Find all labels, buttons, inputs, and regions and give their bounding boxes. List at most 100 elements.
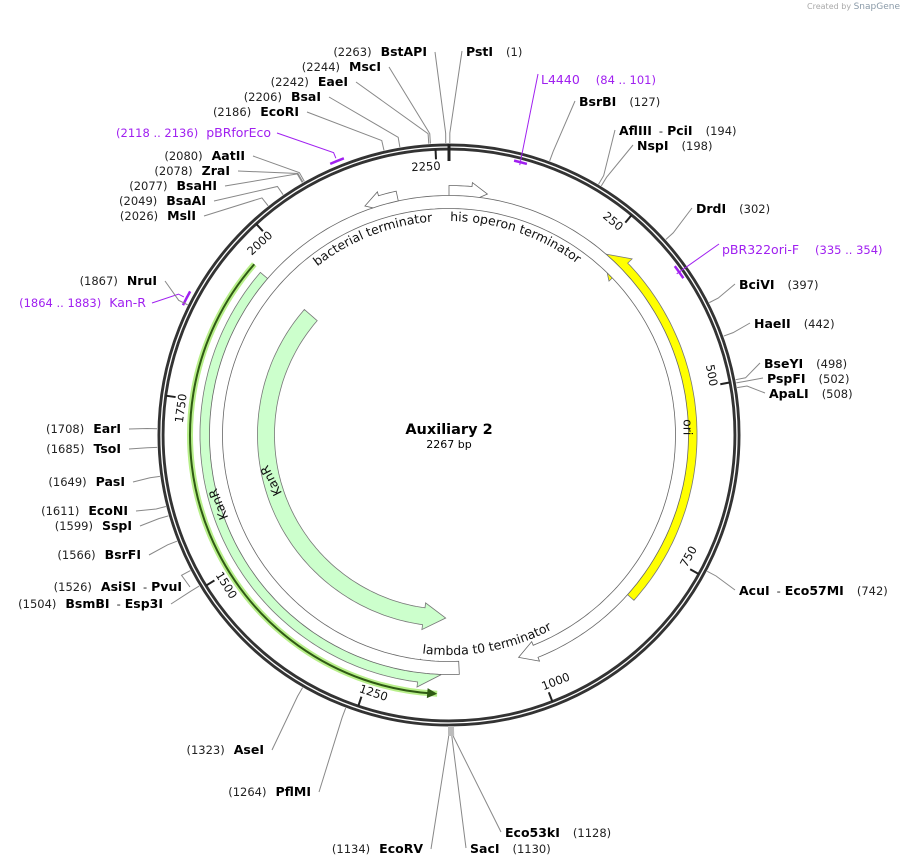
plasmid-name: Auxiliary 2 [405, 422, 492, 438]
tick-mark [205, 579, 215, 587]
enzyme-name: BsrBI [579, 94, 616, 109]
enzyme-label-asisi[interactable]: (1526)AsiSI-PvuI [54, 579, 182, 594]
cut-position: (2077) [129, 179, 167, 193]
enzyme-label-bsahi[interactable]: (2077)BsaHI [129, 178, 217, 193]
cut-position: (2078) [154, 164, 192, 178]
primer-name: L4440 [541, 72, 580, 87]
primer-kan-r-mark[interactable] [181, 290, 192, 306]
enzyme-label-asei[interactable]: (1323)AseI [187, 742, 265, 757]
primer-label-l4440[interactable]: L4440(84 .. 101) [541, 72, 656, 87]
enzyme-label-msci[interactable]: (2244)MscI [302, 59, 381, 74]
kanr-orf-line[interactable] [189, 263, 433, 695]
cut-position: (1264) [228, 785, 266, 799]
enzyme-label-zrai[interactable]: (2078) ZraI [154, 163, 230, 178]
primer-label-pbr322ori-f[interactable]: pBR322ori-F(335 .. 354) [722, 242, 883, 257]
enzyme-label-nspi[interactable]: NspI(198) [637, 138, 712, 153]
enzyme-label-drdi[interactable]: DrdI(302) [696, 201, 770, 216]
primer-pbrforeco-mark[interactable] [329, 157, 345, 166]
tick-label: 250 [600, 209, 626, 234]
primer-label-pbrforeco[interactable]: (2118 .. 2136)pBRforEco [116, 125, 271, 140]
primer-leader-line [151, 293, 185, 304]
enzyme-label-bseyi[interactable]: BseYI (498) [764, 356, 847, 371]
cut-site-leader-line [706, 570, 736, 591]
enzyme-label-bsaai[interactable]: (2049)BsaAI [119, 193, 206, 208]
enzyme-label-eari[interactable]: (1708)EarI [46, 421, 121, 436]
tick-mark [547, 691, 554, 703]
enzyme-label-psti[interactable]: PstI (1) [466, 44, 522, 59]
enzyme-name: EaeI [318, 74, 348, 89]
enzyme-name: TsoI [93, 441, 121, 456]
enzyme-label-bstapi[interactable]: (2263)BstAPI [333, 44, 427, 59]
tick-mark [357, 696, 363, 707]
enzyme-label-sspi[interactable]: (1599)SspI [55, 518, 132, 533]
ori-label: ori [680, 419, 695, 435]
enzyme-label-aatii[interactable]: (2080) AatII [164, 148, 245, 163]
enzyme-name: PasI [96, 474, 125, 489]
enzyme-label-pasi[interactable]: (1649)PasI [48, 474, 125, 489]
enzyme-name: AsiSI [101, 579, 136, 594]
cut-site-leader-line [328, 96, 401, 148]
enzyme-label-tsoi[interactable]: (1685)TsoI [46, 441, 121, 456]
enzyme-name: NspI [637, 138, 669, 153]
cut-position: (508) [822, 387, 853, 401]
enzyme-label-ecorv[interactable]: (1134)EcoRV [332, 841, 423, 856]
enzyme-label-afliii[interactable]: AflIII-PciI(194) [619, 123, 737, 138]
enzyme-name: PstI [466, 44, 493, 59]
cut-position: (127) [629, 95, 660, 109]
enzyme-name: AflIII [619, 123, 652, 138]
enzyme-label-pspfi[interactable]: PspFI(502) [767, 371, 849, 386]
enzyme-label-bsmbi[interactable]: (1504)BsmBI-Esp3I [18, 596, 163, 611]
enzyme-label-eco53ki[interactable]: Eco53kI(1128) [505, 825, 611, 840]
cut-site-leader-line [170, 585, 200, 605]
cut-site-leader-line [318, 707, 347, 793]
feature-kanr-arrow[interactable] [257, 308, 447, 631]
tick-mark [720, 381, 731, 386]
enzyme-label-bcivi[interactable]: BciVI(397) [739, 277, 818, 292]
cut-position: (1323) [187, 743, 225, 757]
enzyme-name: SspI [102, 518, 132, 533]
cut-position: (1867) [80, 274, 118, 288]
enzyme-label-pflmi[interactable]: (1264)PflMI [228, 784, 311, 799]
cut-position: (498) [816, 357, 847, 371]
cut-position: (1611) [41, 504, 79, 518]
enzyme-name: BsmBI [65, 596, 109, 611]
cut-site-leader-line [600, 144, 634, 187]
enzyme-label-econi[interactable]: (1611)EcoNI [41, 503, 128, 518]
enzyme-name: DrdI [696, 201, 726, 216]
primer-range: (2118 .. 2136) [116, 126, 198, 140]
primer-label-kan-r[interactable]: (1864 .. 1883)Kan-R [19, 295, 146, 310]
enzyme-name: AatII [212, 148, 245, 163]
enzyme-label-msli[interactable]: (2026)MslI [120, 208, 196, 223]
enzyme-label-bsai[interactable]: (2206)BsaI [244, 89, 321, 104]
enzyme-name: BseYI [764, 356, 803, 371]
cut-site-leader-line [213, 185, 284, 202]
enzyme-label-ecori[interactable]: (2186)EcoRI [213, 104, 299, 119]
enzyme-name: Eco53kI [505, 825, 560, 840]
cut-position: (742) [857, 584, 888, 598]
enzyme-label-eaei[interactable]: (2242)EaeI [271, 74, 348, 89]
primer-leader-line [519, 73, 539, 166]
enzyme-label-saci[interactable]: SacI(1130) [470, 841, 551, 856]
cut-site-leader-line [452, 726, 502, 833]
enzyme-label-apali[interactable]: ApaLI(508) [769, 386, 853, 401]
tick-label: 1750 [172, 393, 190, 424]
cut-position: (2080) [164, 149, 202, 163]
enzyme-label-acui[interactable]: AcuI-Eco57MI(742) [739, 583, 888, 598]
cut-site-leader-line [132, 475, 161, 483]
enzyme-name-2: Eco57MI [785, 583, 844, 598]
tick-label: 1000 [539, 670, 571, 694]
enzyme-label-nrui[interactable]: (1867)NruI [80, 273, 157, 288]
enzyme-name: EcoRI [260, 104, 299, 119]
cut-site-leader-line [451, 726, 467, 849]
cut-site-leader-line [736, 377, 764, 384]
cut-position: (442) [804, 317, 835, 331]
enzyme-name: ZraI [202, 163, 230, 178]
enzyme-label-haeii[interactable]: HaeII(442) [754, 316, 835, 331]
enzyme-label-bsrfi[interactable]: (1566)BsrFI [57, 547, 141, 562]
enzyme-name-2: PvuI [151, 579, 182, 594]
enzyme-label-bsrbi[interactable]: BsrBI (127) [579, 94, 660, 109]
feature-lambda-t0-terminator-arrow[interactable] [209, 195, 689, 675]
cut-position: (1) [506, 45, 522, 59]
